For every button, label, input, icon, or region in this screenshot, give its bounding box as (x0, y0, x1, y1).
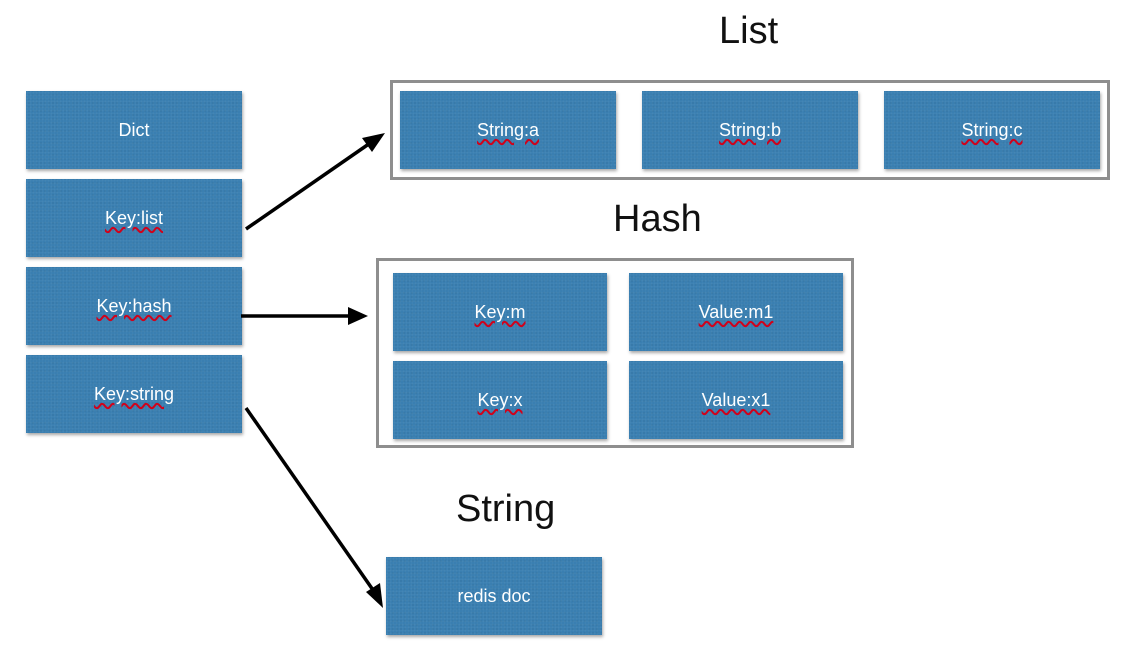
list-item-b-box: String:b (642, 91, 858, 169)
dict-key-hash-box: Key:hash (26, 267, 242, 345)
string-title: String (456, 488, 556, 530)
string-value-box: redis doc (386, 557, 602, 635)
dict-header-label: Dict (118, 119, 150, 140)
arrow-head-list-icon (362, 133, 385, 152)
dict-key-string-box: Key:string (26, 355, 242, 433)
hash-frame (376, 258, 854, 448)
list-item-a-label: String:a (476, 119, 540, 140)
list-item-b-label: String:b (718, 119, 782, 140)
list-item-c-box: String:c (884, 91, 1100, 169)
hash-value-x1-box: Value:x1 (629, 361, 843, 439)
hash-key-m-box: Key:m (393, 273, 607, 351)
hash-value-x1-label: Value:x1 (701, 389, 771, 410)
dict-key-string-label: Key:string (93, 383, 175, 404)
hash-key-x-label: Key:x (477, 389, 523, 410)
hash-value-m1-label: Value:m1 (698, 301, 774, 322)
hash-value-m1-box: Value:m1 (629, 273, 843, 351)
list-title: List (719, 10, 779, 52)
dict-header-box: Dict (26, 91, 242, 169)
hash-key-m-label: Key:m (474, 301, 526, 322)
hash-title: Hash (613, 198, 702, 240)
list-item-c-label: String:c (961, 119, 1023, 140)
dict-key-list-box: Key:list (26, 179, 242, 257)
dict-key-hash-label: Key:hash (96, 295, 172, 316)
string-value-label: redis doc (457, 585, 531, 606)
hash-key-x-box: Key:x (393, 361, 607, 439)
list-item-a-box: String:a (400, 91, 616, 169)
arrow-head-hash-icon (348, 307, 368, 325)
arrow-key-string-to-string (244, 406, 375, 592)
arrow-key-list-to-list (245, 137, 378, 231)
dict-key-list-label: Key:list (104, 207, 164, 228)
arrow-head-string-icon (366, 583, 383, 608)
list-frame (390, 80, 1110, 180)
